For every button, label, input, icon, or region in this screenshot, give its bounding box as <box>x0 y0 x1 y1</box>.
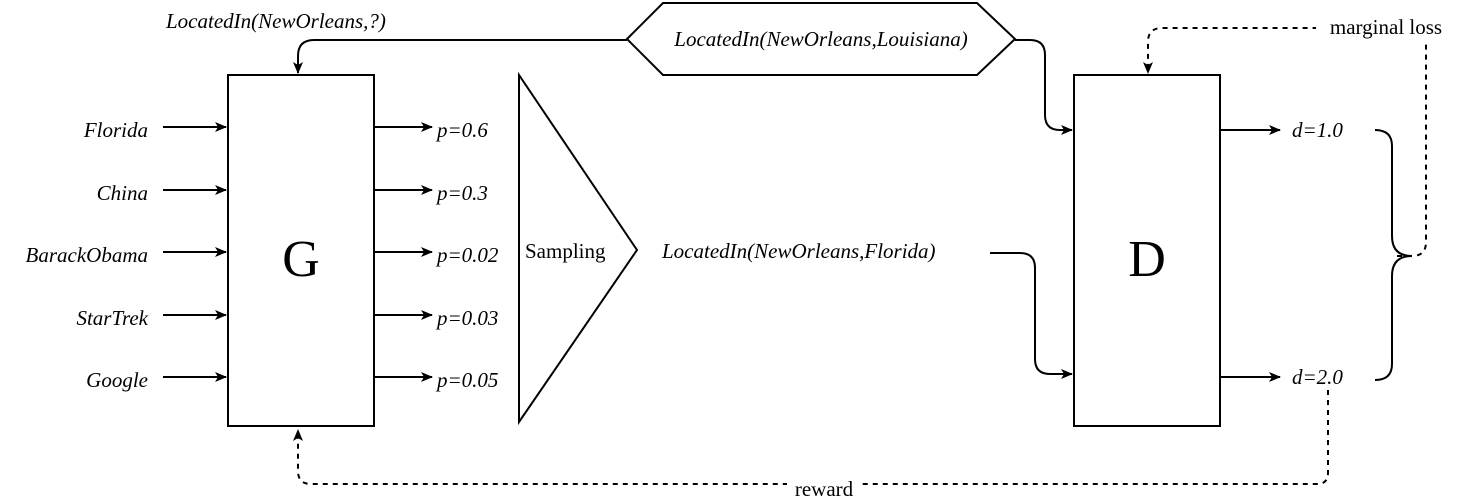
candidate-label: Florida <box>83 118 148 142</box>
candidate-label: Google <box>86 368 148 392</box>
probability-label: p=0.3 <box>435 181 488 205</box>
candidate-list: Florida China BarackObama StarTrek Googl… <box>26 118 227 392</box>
probability-label: p=0.05 <box>435 368 498 392</box>
marginal-loss-label-bg <box>1316 14 1456 40</box>
sampling-triangle <box>518 71 639 426</box>
score-label: d=2.0 <box>1292 365 1343 389</box>
positive-to-discriminator-arrow <box>1015 39 1073 135</box>
discriminator-label: D <box>1128 231 1166 288</box>
probability-label: p=0.02 <box>435 243 499 267</box>
generator-label: G <box>282 231 320 288</box>
score-label: d=1.0 <box>1292 118 1343 142</box>
probability-label: p=0.03 <box>435 306 498 330</box>
sampled-triple-text: LocatedIn(NewOrleans,Florida) <box>661 239 936 263</box>
generator-box <box>227 74 375 427</box>
reward-label-bg <box>787 472 861 499</box>
probability-label: p=0.6 <box>435 118 488 142</box>
candidate-label: China <box>97 181 148 205</box>
marginal-loss-label: marginal loss <box>1330 15 1442 39</box>
score-brace <box>1374 129 1413 381</box>
reward-label: reward <box>795 477 854 499</box>
positive-triple-text: LocatedIn(NewOrleans,Louisiana) <box>673 27 967 51</box>
query-label: LocatedIn(NewOrleans,?) <box>165 9 386 33</box>
query-arrow <box>293 39 627 74</box>
discriminator-box <box>1073 74 1221 427</box>
probability-list: p=0.6 p=0.3 p=0.02 p=0.03 p=0.05 <box>374 118 499 392</box>
candidate-label: StarTrek <box>76 306 148 330</box>
sampled-to-discriminator-arrow <box>990 252 1073 379</box>
candidate-label: BarackObama <box>26 243 148 267</box>
sampling-label: Sampling <box>525 239 606 263</box>
